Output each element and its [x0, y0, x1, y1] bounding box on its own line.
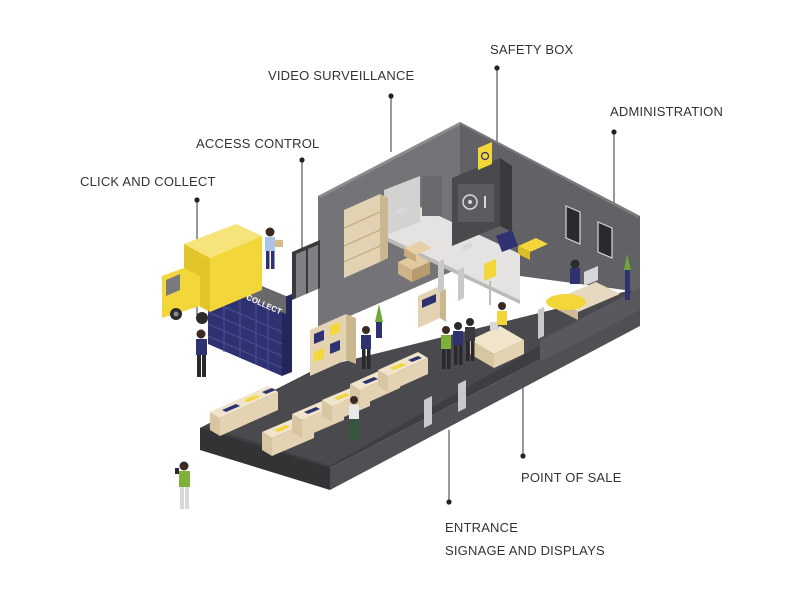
admin-front-wall: [540, 288, 640, 362]
admin-seating: [496, 230, 548, 260]
yellow-display-sign: [484, 259, 496, 305]
pos-counter: [470, 322, 524, 368]
admin-windows: [565, 205, 613, 259]
customer-at-lockers: [196, 329, 207, 377]
security-camera-icon: [395, 206, 473, 251]
safety-box: [452, 158, 512, 246]
label-signage-and-displays: SIGNAGE AND DISPLAYS: [445, 543, 605, 558]
customer-with-phone: [175, 461, 190, 509]
label-administration: ADMINISTRATION: [610, 104, 724, 119]
label-point-of-sale: POINT OF SALE: [521, 470, 622, 485]
label-click-and-collect: CLICK AND COLLECT: [80, 174, 216, 189]
storage-shelves: [343, 194, 388, 278]
delivery-person: [265, 227, 283, 269]
product-shelves: [210, 286, 446, 456]
label-safety-box: SAFETY BOX: [490, 42, 574, 57]
label-access-control: ACCESS CONTROL: [196, 136, 320, 151]
callout-dots: [194, 65, 617, 505]
storage-boxes: [398, 241, 432, 282]
label-entrance: ENTRANCE: [445, 520, 519, 535]
access-control-door: [292, 240, 320, 300]
label-video-surveillance: VIDEO SURVEILLANCE: [268, 68, 415, 83]
back-door: [422, 176, 442, 216]
shoppers: [349, 302, 507, 441]
decor-plants: [375, 304, 383, 338]
safe-dial-icon: [462, 194, 478, 210]
delivery-van: [162, 224, 262, 324]
admin-desk: [546, 254, 631, 320]
shield-logo-icon: [478, 142, 492, 170]
entrance-security-gates: [424, 259, 544, 428]
